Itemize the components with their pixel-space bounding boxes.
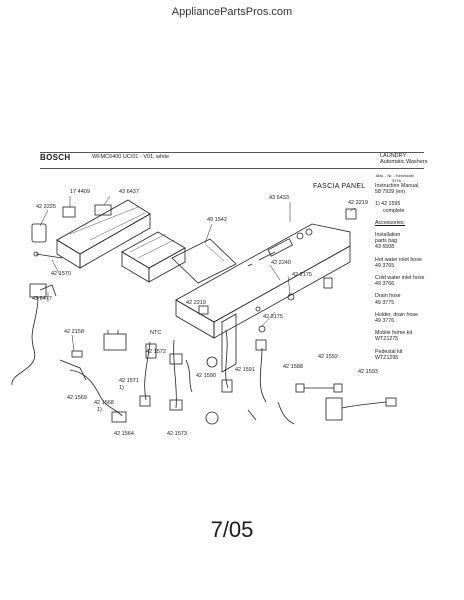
part-label-422219-bottom: 42 2219 bbox=[186, 300, 206, 306]
pedestal-kit-label: Pedestal kit bbox=[375, 348, 403, 355]
installation-value: 43 6508 bbox=[375, 244, 395, 251]
part-label-421569: 42 1569 bbox=[67, 395, 87, 401]
part-label-422158: 42 2158 bbox=[64, 329, 84, 335]
hot-hose-entry: Hot water inlet hose 49 3765 bbox=[375, 257, 437, 269]
wiring-harness-drawing bbox=[59, 329, 397, 425]
part-label-421590: 42 1590 bbox=[196, 373, 216, 379]
part-label-421568: 42 1568 bbox=[94, 400, 114, 406]
part-label-422175-bottom: 42 2175 bbox=[263, 314, 283, 320]
complete-kit-note: complete bbox=[383, 207, 405, 214]
model-number: WFMC6400 UC/01 - V01, white bbox=[92, 154, 170, 160]
complete-kit-entry: 1) 42 1595 complete bbox=[375, 201, 437, 213]
complete-kit-number: 1) 42 1595 bbox=[375, 201, 401, 208]
ntc-label: NTC bbox=[150, 330, 162, 336]
part-label-421572: 42 1572 bbox=[146, 349, 166, 355]
pedestal-kit-entry: Pedestal kit WTZ1295 bbox=[375, 349, 437, 361]
drain-hose-entry: Drain hose 49 3775 bbox=[375, 293, 437, 305]
part-label-436477: 43 6477 bbox=[32, 296, 52, 302]
site-watermark: AppliancePartsPros.com bbox=[171, 6, 293, 18]
part-label-174409: 17 4409 bbox=[70, 189, 90, 195]
part-label-422219-top: 42 2219 bbox=[348, 200, 368, 206]
part-label-422225: 42 2225 bbox=[36, 204, 56, 210]
part-label-421593: 42 1593 bbox=[358, 369, 378, 375]
part-label-421571: 42 1571 bbox=[119, 378, 139, 384]
part-label-422240: 42 2240 bbox=[271, 260, 291, 266]
part-label-421588: 42 1588 bbox=[283, 364, 303, 370]
part-label-421568-note: 1) bbox=[97, 407, 102, 413]
part-label-421570: 42 1570 bbox=[51, 271, 71, 277]
accessories-sidebar: Instruction Manual 58 7939 (en) 1) 42 15… bbox=[375, 183, 437, 367]
drain-hose-value: 49 3775 bbox=[375, 299, 395, 306]
instruction-manual-value: 58 7939 (en) bbox=[375, 189, 406, 196]
category-line2: Automatic Washers bbox=[380, 159, 428, 165]
part-label-491542: 49 1542 bbox=[207, 217, 227, 223]
accessories-heading-entry: Accessories: bbox=[375, 220, 437, 226]
panel-insert-drawing bbox=[171, 238, 237, 284]
leader-lines bbox=[39, 195, 356, 352]
mobile-kit-entry: Mobile home kit WTZ1275 bbox=[375, 330, 437, 342]
installation-label: Installation bbox=[375, 232, 401, 239]
installation-bag-entry: Installation parts bag 43 6508 bbox=[375, 232, 437, 251]
hot-hose-label: Hot water inlet hose bbox=[375, 256, 422, 263]
mobile-kit-label: Mobile home kit bbox=[375, 330, 413, 337]
hot-hose-value: 49 3765 bbox=[375, 262, 395, 269]
drawer-drawing bbox=[121, 231, 186, 283]
part-label-421564: 42 1564 bbox=[114, 431, 134, 437]
holder-value: 49 3776 bbox=[375, 318, 395, 325]
part-label-422175-top: 42 2175 bbox=[292, 272, 312, 278]
part-label-436437: 43 6437 bbox=[119, 189, 139, 195]
revision-date: 7/05 bbox=[210, 517, 254, 542]
mobile-kit-value: WTZ1275 bbox=[375, 336, 399, 343]
holder-label: Holder, drain hose bbox=[375, 311, 418, 318]
cold-hose-value: 49 3766 bbox=[375, 281, 395, 288]
mat-number-label: Mat. - Nr. - Kenntzahl bbox=[376, 173, 414, 178]
instruction-manual-entry: Instruction Manual 58 7939 (en) bbox=[375, 183, 437, 195]
category-line1: LAUNDRY bbox=[380, 153, 407, 159]
mat-number-code: 3749 . . . . . . . bbox=[392, 178, 417, 183]
power-cord-drawing bbox=[11, 283, 57, 386]
part-label-421573: 42 1573 bbox=[167, 431, 187, 437]
fascia-panel-drawing bbox=[175, 223, 351, 373]
part-label-421571-note: 1) bbox=[119, 385, 124, 391]
accessories-heading: Accessories: bbox=[375, 219, 406, 226]
pedestal-kit-value: WTZ1295 bbox=[375, 354, 399, 361]
detergent-dispenser-drawing bbox=[56, 199, 151, 269]
cold-hose-entry: Cold water inlet hose 49 3766 bbox=[375, 275, 437, 287]
part-label-436433: 43 6433 bbox=[269, 195, 289, 201]
part-label-421591: 42 1591 bbox=[235, 367, 255, 373]
cold-hose-label: Cold water inlet hose bbox=[375, 275, 425, 282]
header-rule bbox=[40, 152, 424, 153]
instruction-manual-label: Instruction Manual bbox=[375, 183, 419, 189]
drain-hose-label: Drain hose bbox=[375, 293, 401, 300]
holder-entry: Holder, drain hose 49 3776 bbox=[375, 312, 437, 324]
header-rule-lower bbox=[40, 168, 424, 169]
part-label-421592: 42 1592 bbox=[318, 354, 338, 360]
section-title: FASCIA PANEL bbox=[313, 183, 366, 190]
brand-name: BOSCH bbox=[40, 153, 71, 162]
installation-label-2: parts bag bbox=[375, 238, 398, 245]
